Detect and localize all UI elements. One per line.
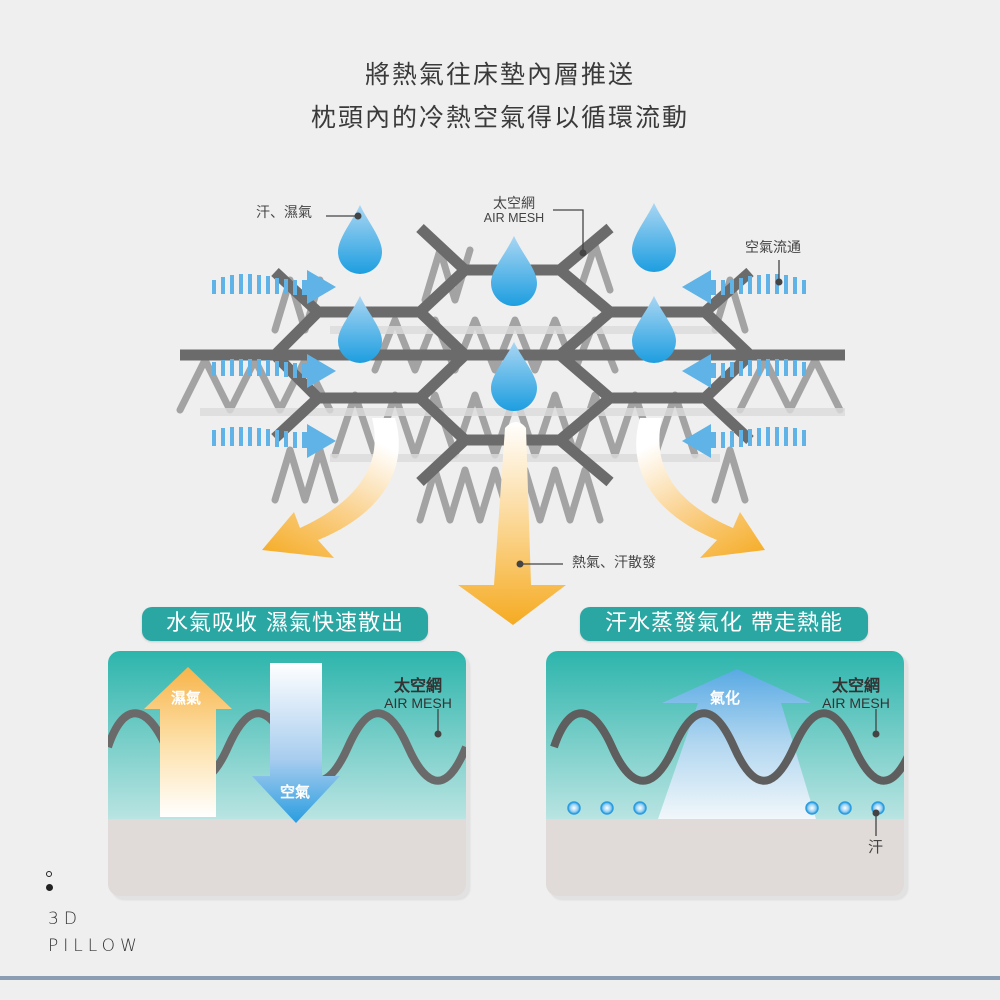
panel-2-mesh-en: AIR MESH [822, 695, 890, 712]
pager-dot-2-active[interactable] [46, 884, 53, 891]
panel-1-mesh-label: 太空網 AIR MESH [376, 676, 460, 712]
panel-sweat-evaporate: 氣化 太空網 AIR MESH 汗 [546, 651, 904, 896]
sweat-droplet-icon [567, 801, 581, 815]
leader-dot [579, 249, 587, 257]
leader-dot [872, 730, 880, 738]
water-drop-icon [491, 236, 537, 306]
water-drop-icon [632, 296, 676, 363]
bottom-divider [0, 976, 1000, 980]
sweat-droplets [567, 801, 885, 815]
moisture-up-arrow-icon [144, 667, 232, 817]
label-air-mesh-en: AIR MESH [483, 211, 545, 226]
leader-dot [872, 809, 880, 817]
airflow-arrow-icon [682, 424, 806, 458]
water-drop-icon [632, 203, 676, 272]
leader-dot [775, 278, 783, 286]
brand-line-2: PILLOW [48, 936, 142, 956]
leader-dot [516, 560, 524, 568]
panel-1-mesh-en: AIR MESH [384, 695, 452, 712]
panel-moisture-absorb: 濕氣 空氣 太空網 AIR MESH [108, 651, 466, 896]
sweat-droplet-icon [805, 801, 819, 815]
headline-line-1: 將熱氣往床墊內層推送 [364, 60, 635, 89]
heat-arrows [262, 418, 765, 625]
panel-2-title: 汗水蒸發氣化 帶走熱能 [580, 607, 868, 641]
panel-1-mesh-zh: 太空網 [393, 676, 442, 695]
sweat-droplet-icon [838, 801, 852, 815]
label-air-mesh: 太空網 AIR MESH [478, 196, 550, 226]
panel-1-graphics [108, 663, 466, 823]
moisture-arrow-label: 濕氣 [171, 689, 202, 707]
label-air-mesh-zh: 太空網 [493, 196, 535, 212]
air-mesh-diagram [176, 203, 845, 625]
air-down-arrow-icon [252, 663, 340, 823]
airflow-arrows-right [682, 270, 806, 458]
sweat-droplet-icon [600, 801, 614, 815]
airflow-arrow-icon [212, 270, 336, 304]
leader-dot [434, 730, 442, 738]
panel-1-title: 水氣吸收 濕氣快速散出 [142, 607, 428, 641]
label-airflow: 空氣流通 [745, 240, 801, 256]
water-drops [338, 203, 676, 411]
airflow-arrows-left [212, 270, 336, 458]
label-heat-sweat-dissipate: 熱氣、汗散發 [572, 555, 656, 571]
water-drop-icon [338, 205, 382, 274]
heat-arrow-icon-center [458, 422, 566, 625]
leader-lines [326, 209, 780, 565]
airflow-arrow-icon [212, 354, 336, 388]
brand-line-1: 3D [48, 909, 82, 929]
heat-arrow-icon-left [262, 418, 399, 558]
airflow-arrow-icon [682, 354, 806, 388]
headline-line-2: 枕頭內的冷熱空氣得以循環流動 [310, 103, 689, 132]
panel-ground [546, 819, 904, 896]
leader-dot [354, 212, 362, 220]
panel-ground [108, 819, 466, 896]
evaporate-arrow-label: 氣化 [710, 689, 741, 707]
sweat-droplet-icon [633, 801, 647, 815]
sweat-label: 汗 [868, 838, 884, 856]
panel-2-mesh-zh: 太空網 [831, 676, 880, 695]
air-arrow-label: 空氣 [280, 783, 311, 801]
water-drop-icon [338, 296, 382, 363]
heat-arrow-icon-right [636, 418, 765, 558]
panel-2-mesh-label: 太空網 AIR MESH [814, 676, 898, 712]
water-drop-icon [491, 342, 537, 411]
pager-dot-1[interactable] [46, 871, 52, 877]
label-sweat-moisture: 汗、濕氣 [256, 205, 312, 221]
airflow-arrow-icon [212, 424, 336, 458]
panel-2-graphics [550, 669, 904, 836]
mesh-wave [550, 709, 904, 785]
